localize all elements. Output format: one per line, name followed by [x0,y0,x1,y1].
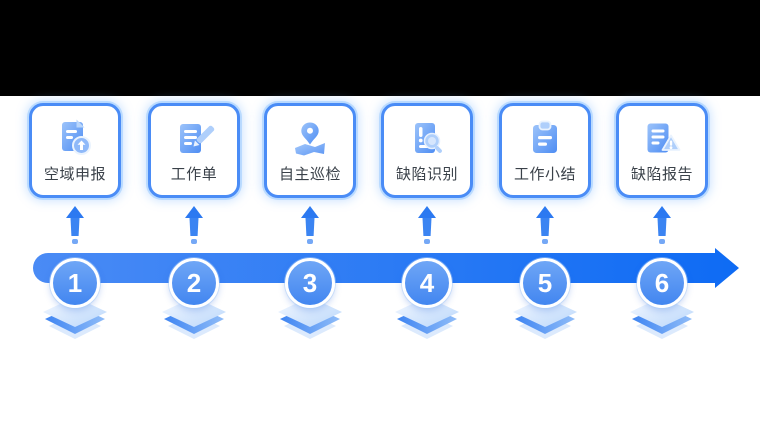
step-label: 工作小结 [513,166,576,183]
workflow-step-6: 缺陷报告 6 [602,0,722,360]
doc-edit-icon [180,124,215,153]
step-label: 空域申报 [43,166,106,183]
step-card: 工作小结 [499,103,591,198]
layers-platform-icon [162,297,226,339]
step-number-badge: 1 [50,258,100,308]
step-number-badge: 5 [520,258,570,308]
step-card: 缺陷识别 [381,103,473,198]
doc-upload-icon [62,119,91,155]
workflow-step-4: 缺陷识别 4 [367,0,487,360]
step-number: 4 [419,268,435,298]
step-number: 3 [302,268,318,298]
doc-warning-icon [647,123,681,153]
workflow-step-2: 工作单 2 [134,0,254,360]
up-arrow-icon [301,206,319,244]
workflow-step-5: 工作小结 5 [485,0,605,360]
layers-platform-icon [43,297,107,339]
workflow-step-3: 自主巡检 3 [250,0,370,360]
step-label: 工作单 [170,166,218,183]
up-arrow-icon [536,206,554,244]
step-label: 缺陷报告 [630,166,693,183]
step-label: 缺陷识别 [395,166,458,183]
layers-platform-icon [513,297,577,339]
layers-platform-icon [630,297,694,339]
step-card: 空域申报 [29,103,121,198]
up-arrow-icon [418,206,436,244]
top-letterbox [0,0,760,96]
up-arrow-icon [66,206,84,244]
layers-platform-icon [395,297,459,339]
up-arrow-icon [653,206,671,244]
step-number-badge: 3 [285,258,335,308]
step-card: 自主巡检 [264,103,356,198]
step-label: 自主巡检 [278,166,341,183]
step-number: 2 [186,268,202,298]
step-number-badge: 2 [169,258,219,308]
step-number: 6 [654,268,670,298]
layers-platform-icon [278,297,342,339]
step-number: 1 [67,268,83,298]
step-number: 5 [537,268,553,298]
step-card: 工作单 [148,103,240,198]
step-number-badge: 6 [637,258,687,308]
workflow-step-1: 空域申报 1 [15,0,135,360]
map-pin-icon [295,122,325,156]
step-number-badge: 4 [402,258,452,308]
doc-search-icon [415,123,442,153]
step-card: 缺陷报告 [616,103,708,198]
up-arrow-icon [185,206,203,244]
clipboard-icon [533,120,557,153]
